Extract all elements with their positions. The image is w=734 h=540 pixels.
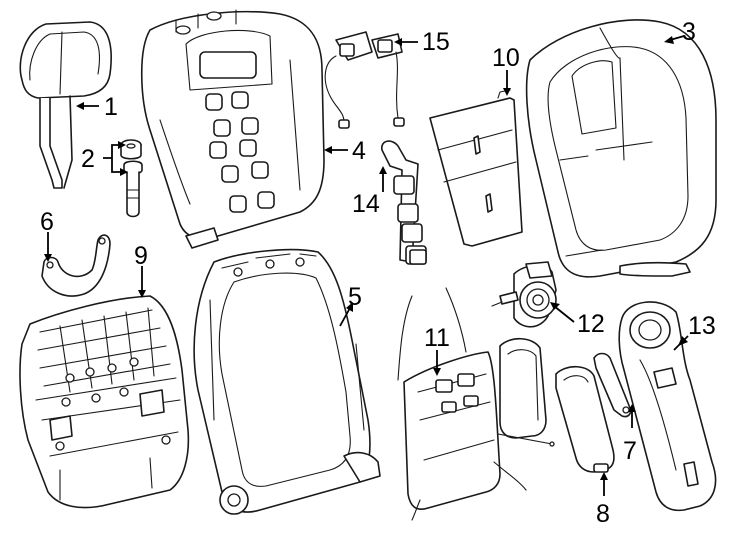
- callout-2: 2: [81, 145, 95, 173]
- callout-13: 13: [688, 312, 716, 340]
- part-1-headrest: [19, 21, 112, 189]
- callout-3: 3: [682, 18, 696, 46]
- arrowheads: [44, 36, 688, 480]
- callout-4: 4: [352, 137, 366, 165]
- callout-8: 8: [596, 500, 610, 528]
- callout-7: 7: [623, 437, 637, 465]
- callout-12: 12: [577, 310, 605, 338]
- part-10-mat: [429, 89, 523, 247]
- part-15-harness: [324, 31, 405, 129]
- callout-14: 14: [352, 190, 380, 218]
- part-3-trim-cover: [525, 19, 717, 278]
- leader-lines: [47, 35, 689, 496]
- part-6-bracket: [41, 234, 111, 297]
- part-8-side-cover: [555, 365, 615, 473]
- callout-1: 1: [104, 93, 118, 121]
- callout-9: 9: [134, 242, 148, 270]
- part-9-back-panel: [19, 295, 190, 509]
- callout-15: 15: [422, 28, 450, 56]
- part-2-guide-sleeve: [120, 139, 143, 218]
- part-4-back-cushion: [140, 9, 325, 249]
- callout-6: 6: [40, 208, 54, 236]
- part-13-rear-panel: [618, 301, 717, 512]
- callout-11: 11: [424, 324, 450, 352]
- callout-10: 10: [492, 44, 520, 72]
- part-14-heater-strip: [381, 140, 427, 265]
- part-11-module: [397, 287, 555, 521]
- part-5-back-frame: [193, 248, 381, 515]
- part-12-motor: [491, 261, 557, 328]
